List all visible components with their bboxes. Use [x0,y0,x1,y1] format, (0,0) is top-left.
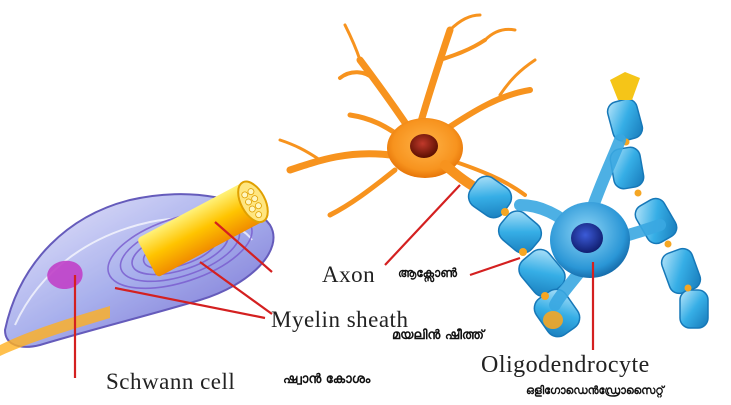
schwann-cell-illustration [0,177,274,356]
axon-label: Axon [322,262,375,288]
axon-terminal-tip [610,72,640,100]
axon-leader-2 [470,258,520,275]
axon-malayalam-label: ആക്സോൺ [398,266,457,281]
oligodendrocyte-illustration [464,72,708,341]
neuron-nucleus [410,134,438,158]
schwann-cell-label: Schwann cell [106,369,235,395]
axon-leader [385,185,460,265]
oligodendrocyte-nucleus [571,223,603,253]
oligodendrocyte-malayalam-label: ഒളിഗോഡെൻഡ്രോസൈറ്റ് [526,384,664,398]
schwann-cell-malayalam-label: ഷ്വാൻ കോശം [283,372,370,387]
oligodendrocyte-label: Oligodendrocyte [481,352,650,379]
myelin-sheath-malayalam-label: മയലിൻ ഷീത്ത് [392,328,484,343]
myelin-sheath-label: Myelin sheath [271,307,408,333]
